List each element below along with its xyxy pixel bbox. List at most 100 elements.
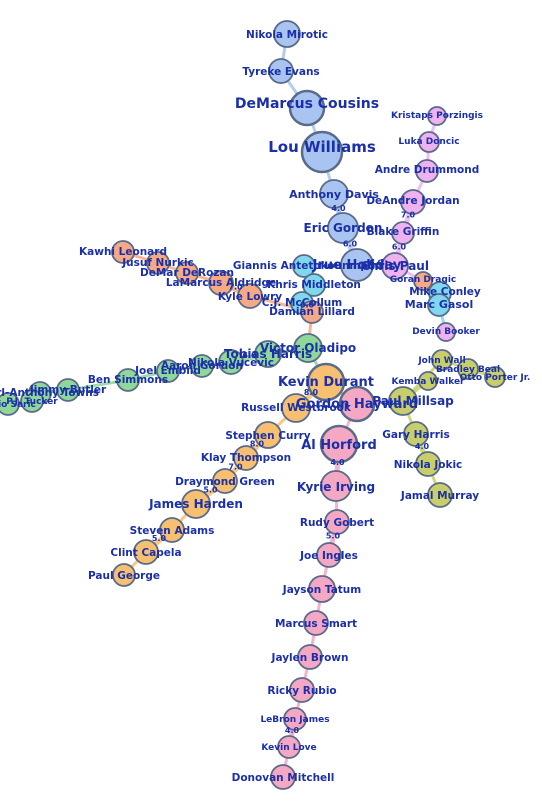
edge-weight-label: 7.0 bbox=[228, 463, 243, 472]
label-layer: 4.06.06.06.07.06.07.06.08.08.07.05.05.04… bbox=[0, 29, 530, 784]
node-al_horford[interactable] bbox=[319, 424, 359, 464]
node-nikola_mirotic[interactable] bbox=[273, 20, 301, 48]
node-blake_griffin[interactable] bbox=[391, 221, 415, 245]
node-label-kyle_lowry: Kyle Lowry bbox=[218, 291, 282, 303]
node-gordon_hayward[interactable] bbox=[338, 385, 376, 423]
node-luka_doncic[interactable] bbox=[418, 131, 440, 153]
node-label-khris_middleton: Khris Middleton bbox=[267, 279, 361, 291]
node-donovan_mitchell[interactable] bbox=[270, 764, 296, 790]
node-pj_tucker[interactable] bbox=[20, 389, 44, 413]
node-label-aaron_gordon: Aaron Gordon bbox=[161, 360, 243, 372]
node-dario_saric[interactable] bbox=[0, 392, 20, 416]
node-kyrie_irving[interactable] bbox=[320, 470, 352, 502]
node-anthony_davis[interactable] bbox=[319, 179, 349, 209]
edge-weight-label: 5.0 bbox=[203, 486, 218, 495]
edge-weight-label: 6.0 bbox=[242, 351, 257, 360]
node-deandre_jordan[interactable] bbox=[400, 189, 426, 215]
node-rudy_gobert[interactable] bbox=[324, 509, 350, 535]
node-james_harden[interactable] bbox=[181, 489, 211, 519]
node-clint_capela[interactable] bbox=[133, 539, 159, 565]
node-goran_dragic[interactable] bbox=[413, 271, 433, 291]
node-john_wall[interactable] bbox=[431, 349, 453, 371]
node-nikola_vucevic[interactable] bbox=[218, 349, 244, 375]
node-label-jusuf_nurkic: Jusuf Nurkic bbox=[121, 257, 194, 269]
node-label-lebron_james: LeBron James bbox=[260, 715, 329, 725]
node-steven_adams[interactable] bbox=[159, 517, 185, 543]
node-label-andre_drummond: Andre Drummond bbox=[375, 164, 480, 176]
node-label-ben_simmons: Ben Simmons bbox=[88, 374, 168, 386]
node-label-damian_lillard: Damian Lillard bbox=[269, 306, 355, 318]
node-label-victor_oladipo: Victor Oladipo bbox=[260, 341, 356, 355]
node-lamarcus_aldridge[interactable] bbox=[208, 270, 234, 296]
node-jaylen_brown[interactable] bbox=[297, 644, 323, 670]
node-lebron_james[interactable] bbox=[283, 707, 307, 731]
node-label-draymond_green: Draymond Green bbox=[175, 476, 275, 488]
node-draymond_green[interactable] bbox=[212, 468, 238, 494]
node-marcus_smart[interactable] bbox=[303, 610, 329, 636]
edge-weight-label: 8.0 bbox=[304, 388, 319, 397]
node-label-paul_millsap: Paul Millsap bbox=[372, 394, 454, 408]
node-label-rudy_gobert: Rudy Gobert bbox=[300, 517, 374, 529]
edge-weight-label: 6.0 bbox=[392, 243, 407, 252]
node-label-demar_derozan: DeMar DeRozan bbox=[140, 267, 234, 279]
node-otto_porter[interactable] bbox=[484, 366, 506, 388]
node-kyle_lowry[interactable] bbox=[237, 283, 263, 309]
node-label-kevin_durant: Kevin Durant bbox=[278, 375, 374, 390]
node-klay_thompson[interactable] bbox=[233, 445, 259, 471]
node-chris_paul[interactable] bbox=[381, 252, 409, 280]
node-khris_middleton[interactable] bbox=[302, 273, 326, 297]
node-paul_millsap[interactable] bbox=[388, 386, 418, 416]
node-stephen_curry[interactable] bbox=[254, 421, 282, 449]
node-label-kawhi_leonard: Kawhi Leonard bbox=[79, 246, 167, 258]
node-bradley_beal[interactable] bbox=[457, 358, 479, 380]
node-kawhi_leonard[interactable] bbox=[111, 240, 135, 264]
node-kevin_love[interactable] bbox=[277, 735, 301, 759]
node-lou_williams[interactable] bbox=[300, 130, 344, 174]
edge-weight-label: 4.0 bbox=[415, 442, 430, 451]
node-ben_simmons[interactable] bbox=[116, 368, 140, 392]
node-label-lamarcus_aldridge: LaMarcus Aldridge bbox=[166, 277, 276, 289]
node-demar_derozan[interactable] bbox=[175, 261, 199, 285]
node-label-cj_mccollum: C.J. McCollum bbox=[262, 297, 343, 309]
node-paul_george[interactable] bbox=[112, 563, 136, 587]
node-kristaps_porzingis[interactable] bbox=[427, 106, 447, 126]
node-devin_booker[interactable] bbox=[436, 322, 456, 342]
node-giannis[interactable] bbox=[292, 254, 316, 278]
node-label-james_harden: James Harden bbox=[148, 497, 243, 511]
node-eric_gordon[interactable] bbox=[327, 212, 359, 244]
node-victor_oladipo[interactable] bbox=[293, 333, 323, 363]
node-jusuf_nurkic[interactable] bbox=[146, 251, 170, 275]
node-label-karl_anthony_towns: Karl-Anthony Towns bbox=[0, 387, 99, 399]
node-damian_lillard[interactable] bbox=[300, 300, 324, 324]
edge-weight-label: 6.0 bbox=[369, 259, 384, 268]
node-label-nikola_mirotic: Nikola Mirotic bbox=[246, 29, 328, 41]
node-label-tobias_harris: Tobias Harris bbox=[224, 347, 312, 361]
node-label-nikola_vucevic: Nikola Vucevic bbox=[188, 357, 274, 369]
node-label-jayson_tatum: Jayson Tatum bbox=[282, 584, 361, 596]
node-gary_harris[interactable] bbox=[403, 421, 429, 447]
node-ricky_rubio[interactable] bbox=[289, 677, 315, 703]
node-demarcus_cousins[interactable] bbox=[288, 89, 326, 127]
node-aaron_gordon[interactable] bbox=[190, 354, 214, 378]
node-label-klay_thompson: Klay Thompson bbox=[201, 452, 291, 464]
node-joe_ingles[interactable] bbox=[316, 542, 342, 568]
node-jrue_holiday[interactable] bbox=[340, 248, 374, 282]
node-label-devin_booker: Devin Booker bbox=[412, 327, 480, 337]
node-label-marc_gasol: Marc Gasol bbox=[405, 298, 473, 311]
node-kevin_durant[interactable] bbox=[306, 362, 346, 402]
node-kemba_walker[interactable] bbox=[418, 371, 438, 391]
node-label-russell_westbrook: Russell Westbrook bbox=[241, 402, 352, 414]
node-russell_westbrook[interactable] bbox=[281, 393, 311, 423]
node-jayson_tatum[interactable] bbox=[308, 575, 336, 603]
node-jimmy_butler[interactable] bbox=[56, 378, 80, 402]
node-tyreke_evans[interactable] bbox=[268, 58, 294, 84]
node-andre_drummond[interactable] bbox=[415, 159, 439, 183]
node-joel_embiid[interactable] bbox=[156, 359, 180, 383]
node-tobias_harris[interactable] bbox=[254, 340, 282, 368]
node-label-otto_porter: Otto Porter Jr. bbox=[460, 373, 531, 383]
edge-weight-label: 4.0 bbox=[331, 204, 346, 213]
edge-weight-label: 8.0 bbox=[250, 440, 265, 449]
node-jamal_murray[interactable] bbox=[427, 482, 453, 508]
node-nikola_jokic[interactable] bbox=[415, 451, 441, 477]
node-marc_gasol[interactable] bbox=[427, 293, 451, 317]
